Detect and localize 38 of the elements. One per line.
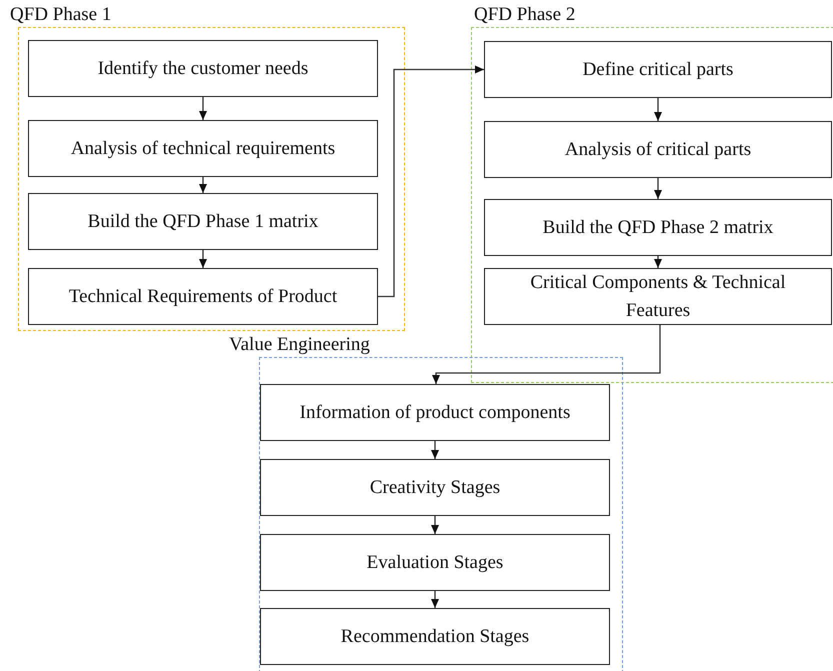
process-label: Analysis of critical parts <box>564 138 752 162</box>
process-box <box>28 193 378 250</box>
arrow <box>199 250 207 268</box>
arrow <box>378 66 484 298</box>
arrow <box>199 177 207 193</box>
group-title: Value Engineering <box>229 334 370 356</box>
process-box <box>260 459 610 516</box>
process-label: Creativity Stages <box>368 476 502 500</box>
arrow <box>432 325 661 384</box>
arrow <box>431 441 439 459</box>
process-box <box>28 120 378 177</box>
process-label: Information of product components <box>298 400 572 424</box>
process-label: Critical Components & Technical Features <box>529 270 787 322</box>
arrow <box>199 97 207 120</box>
process-box <box>28 268 378 325</box>
process-label: Recommendation Stages <box>340 624 530 648</box>
arrow <box>654 98 662 121</box>
process-label: Build the QFD Phase 2 matrix <box>542 216 774 240</box>
process-label: Analysis of technical requirements <box>70 136 336 160</box>
arrow <box>654 256 662 268</box>
process-box <box>484 199 832 256</box>
process-label: Technical Requirements of Product <box>68 284 338 308</box>
process-box <box>260 534 610 591</box>
group-title: QFD Phase 2 <box>474 4 576 26</box>
process-box <box>484 121 832 178</box>
arrow <box>431 516 439 534</box>
process-box <box>28 40 378 97</box>
process-label: Evaluation Stages <box>366 550 504 574</box>
process-box <box>484 268 832 325</box>
process-box <box>260 608 610 665</box>
process-box <box>484 41 832 98</box>
arrow <box>654 178 662 199</box>
process-box <box>260 384 610 441</box>
arrow <box>431 591 439 608</box>
process-label: Build the QFD Phase 1 matrix <box>86 210 320 234</box>
process-label: Define critical parts <box>582 58 734 82</box>
group-title: QFD Phase 1 <box>10 4 112 26</box>
process-label: Identify the customer needs <box>96 56 310 80</box>
